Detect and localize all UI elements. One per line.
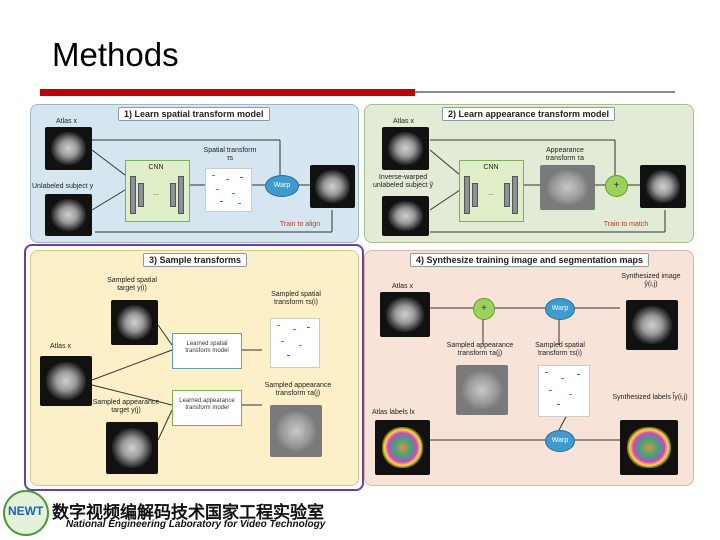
panel4-title: 4) Synthesize training image and segment… [410,253,650,267]
panel2-output-image [640,165,686,208]
lab-name-chinese: 数字视频编解码技术国家工程实验室 [52,503,324,522]
panel1-subject-image [45,194,92,236]
panel2-atlas-label: Atlas x [393,118,415,125]
panel4-sampled-spatial-label: Sampled spatial transform τs(i) [535,342,585,357]
panel4-atlas-labels-label: Atlas labels lx [372,409,415,416]
panel3-spatial-target-label: Sampled spatial target y(i) [107,277,157,292]
panel3-sampled-spatial-label: Sampled spatial transform τs(i) [271,291,321,306]
panel4-synth-labels-image [620,420,678,475]
panel3-sampled-appearance-label: Sampled appearance transform τa(j) [264,382,332,397]
panel1-train-label: Train to align [279,221,321,228]
panel3-learned-appearance-label: Learned appearance transform model [179,398,235,411]
panel1-cnn-dots: ... [153,190,159,197]
panel1-cnn-box [125,160,190,222]
panel1-unlabeled-label: Unlabeled subject y [32,183,94,190]
panel4-warp2-node: Warp [545,430,575,452]
panel2-appearance-image [540,165,595,210]
panel2-cnn-label: CNN [483,164,499,171]
panel4-sampled-appearance-image [456,365,508,415]
lab-logo-text: NEWT [8,504,44,518]
panel3-atlas-label: Atlas x [50,343,72,350]
panel4-synth-image [626,300,678,350]
panel1-warp-node: Warp [265,175,299,197]
panel3-appearance-target-label: Sampled appearance target y(j) [92,399,160,414]
panel3-spatial-target-image [111,300,158,345]
panel2-title: 2) Learn appearance transform model [442,107,616,121]
highlight-frame [24,244,364,491]
lab-logo [3,490,49,536]
panel4-warp-node: Warp [545,298,575,320]
panel1-spatial-field [205,168,252,212]
panel3-title: 3) Sample transforms [143,253,248,267]
panel3-learned-spatial-box: Learned spatial transform model [172,333,242,369]
panel2-inverse-label: Inverse-warped unlabeled subject ỹ [373,174,433,189]
title-accent-bar [40,89,415,96]
panel3-appearance-target-image [106,422,158,474]
panel1-cnn-label: CNN [148,164,164,171]
panel2-cnn-dots: ... [488,190,494,197]
panel4-synth-image-label: Synthesized image ŷ(i,j) [621,273,681,288]
panel3-learned-spatial-label: Learned spatial transform model [185,341,229,354]
panel2-plus-node: + [605,175,628,197]
panel4-plus-node: + [473,298,495,320]
page-title: Methods [52,36,179,73]
panel1-title: 1) Learn spatial transform model [118,107,270,121]
panel2-atlas-image [382,127,429,170]
panel2-appearance-label: Appearance transform τa [545,147,585,162]
panel3-learned-appearance-box: Learned appearance transform model [172,390,242,426]
panel1-spatial-label: Spatial transform τs [203,147,257,162]
panel1-atlas-image [45,127,92,170]
panel4-sampled-spatial-field [538,365,590,417]
panel1-atlas-label: Atlas x [56,118,78,125]
panel3-sampled-spatial-field [270,318,320,368]
panel4-synth-labels-label: Synthesized labels l̂y(i,j) [612,394,688,401]
panel2-cnn-box [459,160,524,222]
lab-name-english: National Engineering Laboratory for Vide… [66,519,326,530]
panel2-subject-image [382,196,429,236]
panel4-sampled-appearance-label: Sampled appearance transform τa(j) [446,342,514,357]
title-underline [415,91,675,93]
panel4-atlas-label: Atlas x [392,283,414,290]
panel4-atlas-labels-image [375,420,430,475]
panel3-atlas-image [40,356,92,406]
panel1-warped-image [310,165,355,208]
panel2-train-label: Train to match [603,221,649,228]
panel4-atlas-image [380,292,430,337]
panel3-sampled-appearance-image [270,405,322,457]
